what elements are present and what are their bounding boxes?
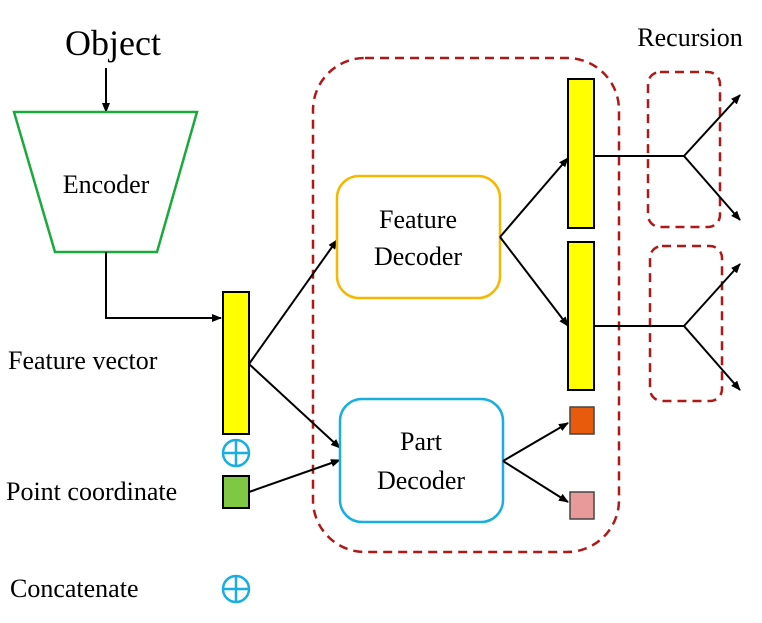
recursion-bottom-arrow-up bbox=[683, 263, 741, 327]
fd-to-child-feature-2-arrow bbox=[499, 236, 569, 327]
fd-to-child-feature-1-arrow bbox=[499, 157, 569, 238]
recursion-top-arrow-up bbox=[683, 94, 741, 157]
fv-to-feature-decoder-arrow bbox=[248, 239, 338, 365]
child-feature-bar-2 bbox=[567, 241, 595, 391]
encoder-label: Encoder bbox=[63, 170, 150, 199]
part-output-square-1 bbox=[569, 406, 595, 435]
encoder-to-feature-vector-arrow bbox=[105, 252, 222, 322]
encoder-block bbox=[12, 110, 199, 254]
part-decoder-block bbox=[338, 397, 505, 524]
feature-decoder-block bbox=[335, 174, 502, 300]
feature-decoder-label-line1: Feature bbox=[379, 205, 457, 234]
object-label: Object bbox=[65, 23, 161, 63]
circle-plus-icon bbox=[221, 438, 251, 468]
recursion-bottom-arrow-down bbox=[683, 325, 741, 391]
part-decoder-label-line2: Decoder bbox=[377, 466, 465, 495]
recursion-region-top bbox=[646, 70, 722, 229]
recursion-label: Recursion bbox=[637, 23, 742, 52]
part-decoder-label-line1: Part bbox=[400, 427, 443, 456]
fv-to-part-decoder-arrow bbox=[248, 363, 341, 449]
feature-vector-bar bbox=[222, 291, 250, 435]
pc-to-part-decoder-arrow bbox=[248, 459, 341, 493]
point-coordinate-label: Point coordinate bbox=[6, 477, 177, 506]
child-feature-bar-1 bbox=[567, 78, 595, 229]
recursion-region-bottom bbox=[648, 244, 724, 403]
decoder-dashed-region bbox=[311, 56, 621, 554]
pd-to-output-2-arrow bbox=[502, 460, 569, 503]
recursion-top-arrow-down bbox=[683, 155, 741, 221]
circle-plus-icon bbox=[221, 574, 251, 604]
concatenate-legend-label: Concatenate bbox=[10, 574, 139, 603]
pd-to-output-1-arrow bbox=[502, 422, 569, 462]
point-coordinate-square bbox=[222, 475, 250, 509]
feature-vector-label: Feature vector bbox=[8, 346, 158, 375]
feature-decoder-label-line2: Decoder bbox=[374, 242, 462, 271]
part-output-square-2 bbox=[569, 491, 595, 520]
